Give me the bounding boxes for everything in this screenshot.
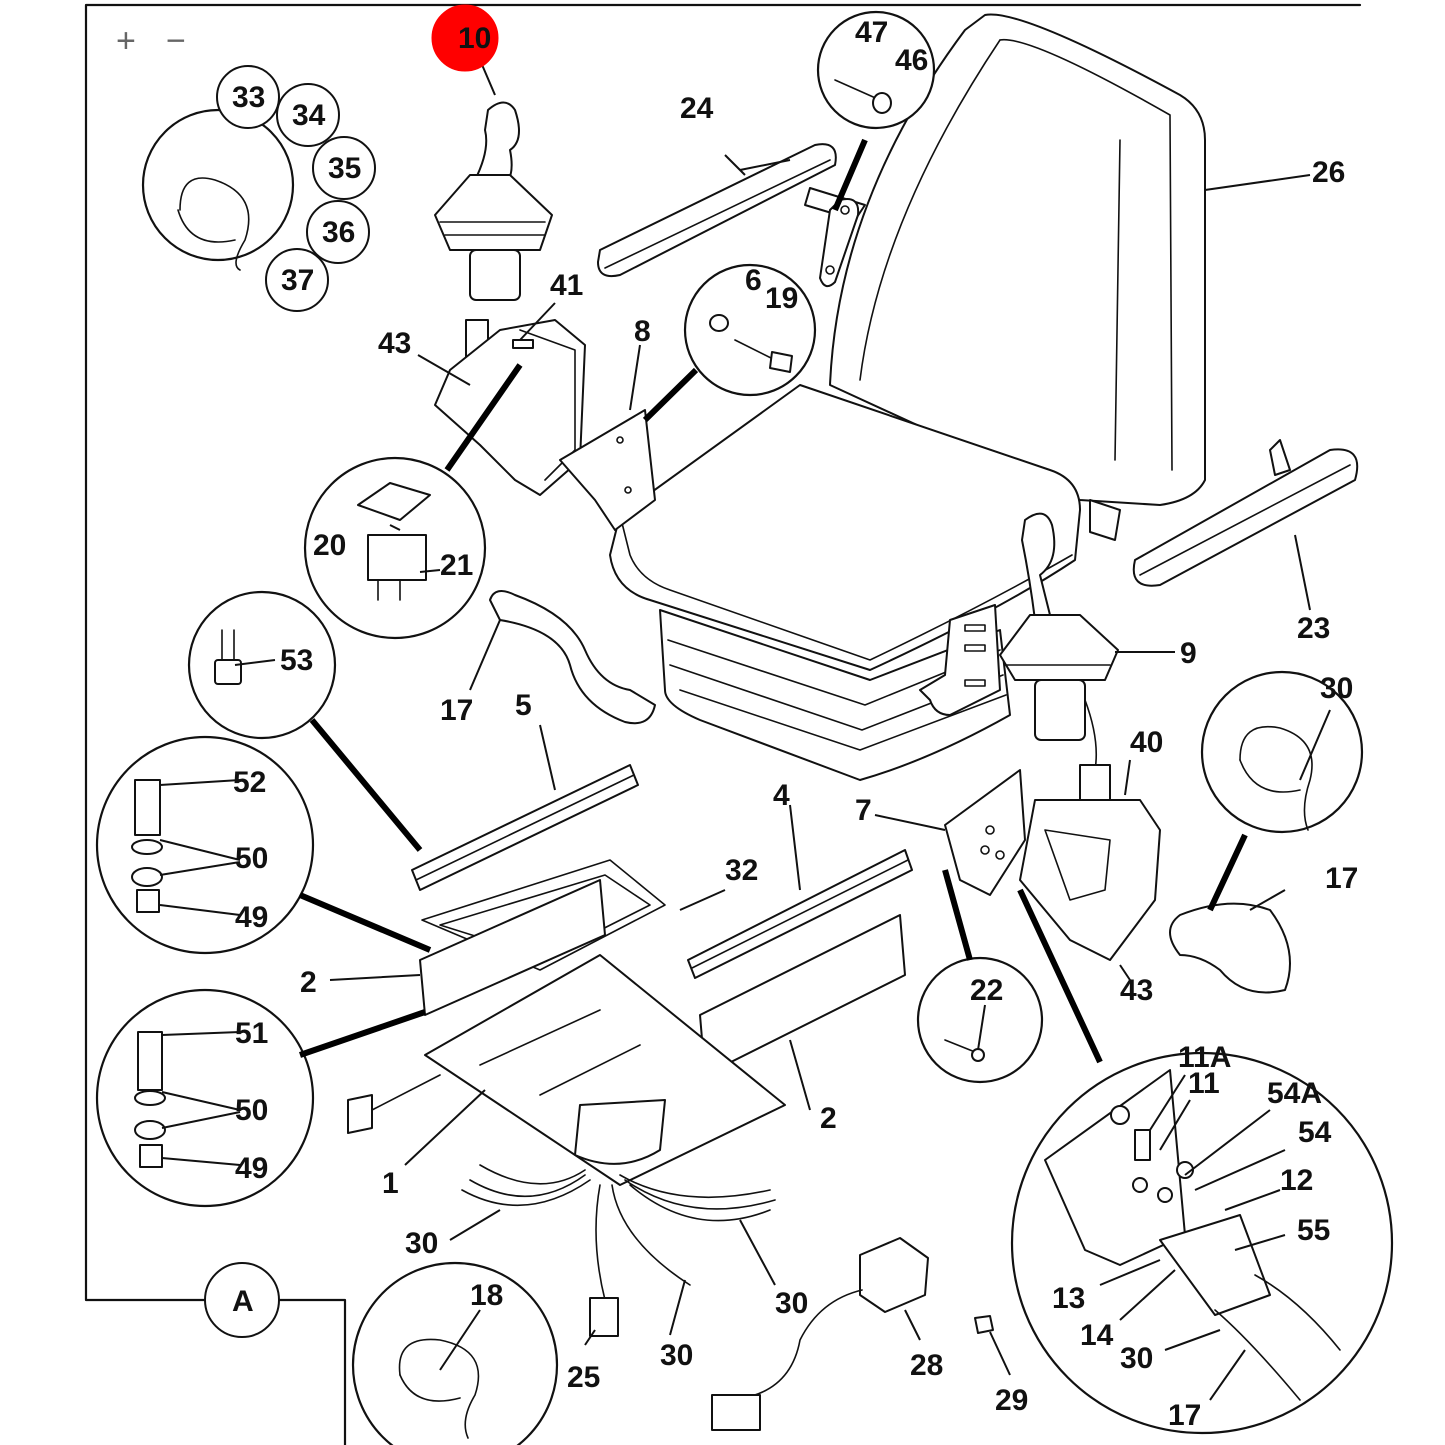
callout-6[interactable]: 6 — [745, 264, 762, 297]
callout-30-fittings[interactable]: 30 — [1120, 1342, 1153, 1375]
callout-23[interactable]: 23 — [1297, 612, 1330, 645]
left-armrest — [597, 143, 866, 288]
callout-29[interactable]: 29 — [995, 1384, 1028, 1417]
callout-35[interactable]: 35 — [328, 152, 361, 185]
callout-34[interactable]: 34 — [292, 99, 326, 132]
callout-17-fittings[interactable]: 17 — [1168, 1399, 1201, 1432]
callout-47[interactable]: 47 — [855, 16, 888, 49]
callout-33[interactable]: 33 — [232, 81, 265, 114]
right-control-pod — [1019, 799, 1161, 961]
callout-9[interactable]: 9 — [1180, 637, 1197, 670]
pointer-lines — [298, 138, 1248, 1064]
right-joystick — [999, 512, 1119, 806]
callout-50-lower[interactable]: 50 — [235, 1094, 268, 1127]
detail-circle-cable-ties — [141, 108, 295, 262]
detail-circle-bolt-52 — [95, 735, 315, 955]
callout-bubble-37 — [265, 248, 329, 312]
callout-21[interactable]: 21 — [440, 549, 473, 582]
callout-10-highlight[interactable] — [431, 4, 499, 72]
channel-2a — [419, 879, 606, 1016]
callout-12[interactable]: 12 — [1280, 1164, 1313, 1197]
detail-circle-bolt-53 — [187, 590, 337, 740]
hose-17-right — [1169, 902, 1291, 994]
callout-22[interactable]: 22 — [970, 974, 1003, 1007]
callout-10[interactable]: 10 — [458, 22, 491, 55]
callout-30-harness-bottom[interactable]: 30 — [660, 1339, 693, 1372]
bracket-7 — [944, 769, 1026, 896]
left-control-pod — [434, 319, 586, 496]
seat-assembly — [609, 13, 1206, 781]
callout-40[interactable]: 40 — [1130, 726, 1163, 759]
callout-4[interactable]: 4 — [773, 779, 790, 812]
callout-54[interactable]: 54 — [1298, 1116, 1332, 1149]
callout-41[interactable]: 41 — [550, 269, 583, 302]
callout-32[interactable]: 32 — [725, 854, 758, 887]
callout-26[interactable]: 26 — [1312, 156, 1345, 189]
callout-55[interactable]: 55 — [1297, 1214, 1330, 1247]
callout-A[interactable]: A — [232, 1285, 254, 1318]
callout-43[interactable]: 43 — [378, 327, 411, 360]
base-plate-1 — [424, 954, 786, 1186]
callout-49[interactable]: 49 — [235, 901, 268, 934]
callout-25[interactable]: 25 — [567, 1361, 600, 1394]
leader-lines — [159, 59, 1331, 1401]
callout-28[interactable]: 28 — [910, 1349, 943, 1382]
callout-43-right[interactable]: 43 — [1120, 974, 1153, 1007]
callout-2-right[interactable]: 2 — [820, 1102, 837, 1135]
callout-24[interactable]: 24 — [680, 92, 714, 125]
detail-circle-bolt-47 — [816, 10, 936, 130]
callout-14[interactable]: 14 — [1080, 1319, 1114, 1352]
left-joystick — [434, 101, 553, 361]
callout-18[interactable]: 18 — [470, 1279, 503, 1312]
callout-5[interactable]: 5 — [515, 689, 532, 722]
seat-backrest — [829, 13, 1206, 506]
callout-11A[interactable]: 11A — [1178, 1041, 1231, 1074]
callout-bubble-A — [204, 1262, 280, 1338]
callout-13[interactable]: 13 — [1052, 1282, 1085, 1315]
hose-17 — [489, 590, 656, 725]
detail-circle-cable-tie-30 — [1200, 670, 1364, 834]
callout-17[interactable]: 17 — [440, 694, 473, 727]
right-armrest — [1089, 439, 1359, 587]
zoom-out-button[interactable]: − — [166, 22, 186, 60]
connector-28 — [859, 1237, 929, 1313]
callout-11[interactable]: 11 — [1188, 1067, 1220, 1100]
callout-8[interactable]: 8 — [634, 315, 651, 348]
callout-49-lower[interactable]: 49 — [235, 1152, 268, 1185]
callout-36[interactable]: 36 — [322, 216, 355, 249]
detail-circle-bolt-51 — [95, 988, 315, 1208]
callout-19[interactable]: 19 — [765, 282, 798, 315]
zoom-in-button[interactable]: + — [116, 22, 136, 60]
wiring-harness — [461, 1164, 776, 1337]
detail-circle-cable-tie-18 — [351, 1261, 559, 1445]
callout-bubble-33 — [216, 65, 280, 129]
bracket-8 — [559, 409, 656, 531]
callout-1[interactable]: 1 — [382, 1167, 399, 1200]
callout-50[interactable]: 50 — [235, 842, 268, 875]
callout-46[interactable]: 46 — [895, 44, 928, 77]
callout-52[interactable]: 52 — [233, 766, 266, 799]
callout-53[interactable]: 53 — [280, 644, 313, 677]
callout-7[interactable]: 7 — [855, 794, 872, 827]
callout-37[interactable]: 37 — [281, 264, 314, 297]
diagram-frame — [84, 3, 1362, 1445]
callout-20[interactable]: 20 — [313, 529, 346, 562]
callout-bubble-35 — [312, 136, 376, 200]
detail-circle-bolt-22 — [916, 956, 1044, 1084]
callout-30[interactable]: 30 — [1320, 672, 1353, 705]
callout-30-harness-right[interactable]: 30 — [775, 1287, 808, 1320]
callout-30-harness-left[interactable]: 30 — [405, 1227, 438, 1260]
callout-51[interactable]: 51 — [235, 1017, 268, 1050]
callout-bubble-36 — [306, 200, 370, 264]
callout-bubble-34 — [276, 83, 340, 147]
callout-2[interactable]: 2 — [300, 966, 317, 999]
callout-54A[interactable]: 54A — [1267, 1077, 1322, 1110]
callout-17-right[interactable]: 17 — [1325, 862, 1358, 895]
